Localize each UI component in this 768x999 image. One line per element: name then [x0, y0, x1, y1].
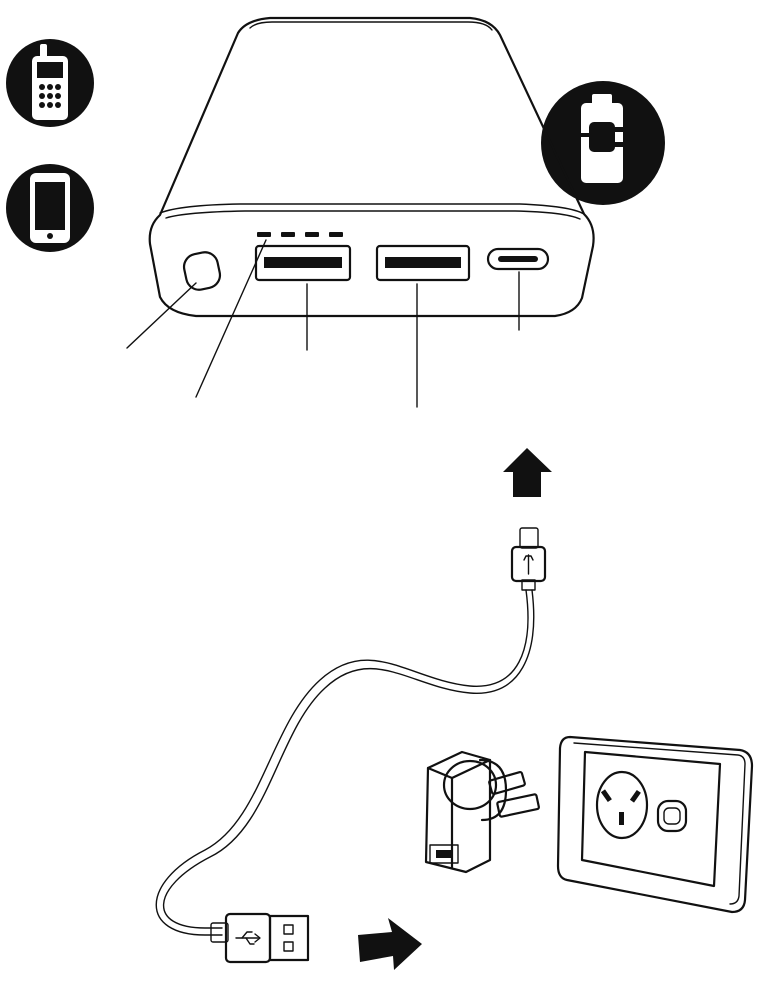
usb-a-port-2 [375, 244, 471, 282]
usb-cable [155, 589, 535, 936]
wall-socket [556, 735, 754, 914]
battery-level-leds [257, 232, 343, 237]
micro-usb-connector [510, 527, 547, 591]
callout-lines [126, 239, 520, 408]
power-button [182, 251, 222, 291]
micro-usb-port [486, 247, 550, 271]
feature-phone-icon [6, 39, 94, 127]
usb-symbol-icon [235, 931, 261, 945]
power-bank [148, 16, 595, 318]
usb-symbol-icon [523, 554, 534, 575]
battery-charging-icon [541, 81, 665, 205]
usb-a-port-1 [254, 244, 352, 282]
right-arrow-icon [358, 918, 422, 970]
up-arrow-icon [503, 448, 552, 497]
usb-a-connector [210, 912, 310, 964]
wall-adapter [424, 750, 540, 874]
smartphone-icon [6, 164, 94, 252]
